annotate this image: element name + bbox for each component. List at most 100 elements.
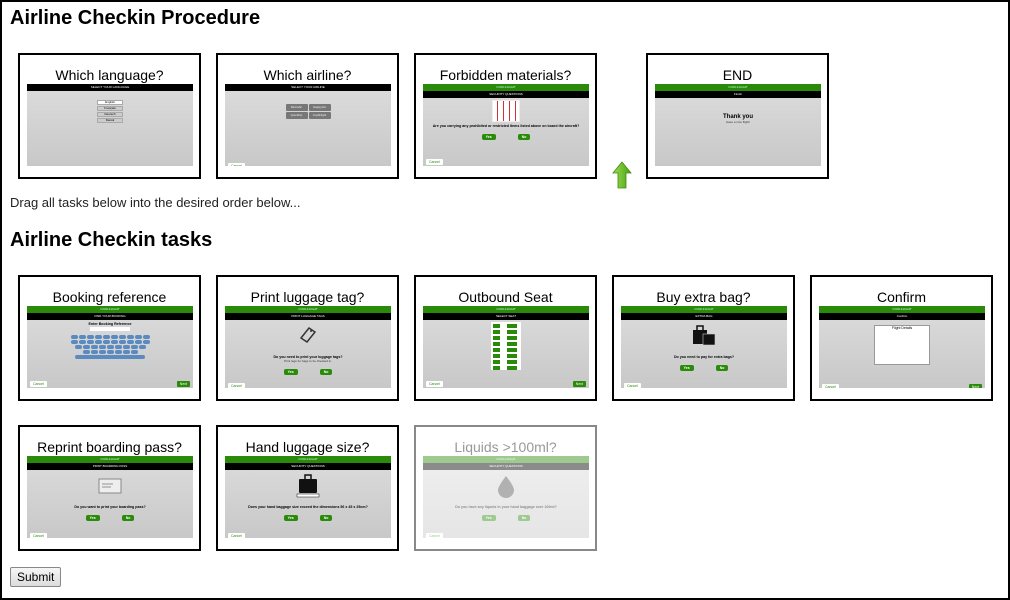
thumb-header-bar: Confirm <box>819 313 985 320</box>
card-title: Confirm <box>876 289 926 305</box>
question-text: Are you carrying any prohibited or restr… <box>432 124 580 128</box>
thumb-header-bar: SELECT SEAT <box>423 313 589 320</box>
thumb-body: Do you have any liquids in your hand bag… <box>423 474 589 538</box>
submit-button[interactable]: Submit <box>10 567 62 587</box>
cancel-button: Cancel <box>228 533 245 538</box>
card-title: Reprint boarding pass? <box>37 439 182 455</box>
yes-no-buttons: Yes No <box>27 515 193 521</box>
thumb-header-bar: FIND YOUR BOOKING <box>27 313 193 320</box>
keyboard <box>27 335 193 359</box>
card-title: Which airline? <box>263 67 352 83</box>
thumb-brand-bar: COOLFLIGHT <box>225 456 391 463</box>
airline-option: QuickFly <box>285 112 308 119</box>
thank-you-heading: Thank you <box>722 114 753 120</box>
cancel-button: Cancel <box>228 383 245 388</box>
card-title: Liquids >100ml? <box>454 439 557 455</box>
question-text: Do you want to print your boarding pass? <box>74 505 146 509</box>
thumb-brand-bar: COOLFLIGHT <box>423 456 589 463</box>
farewell-text: Have a nice flight! <box>726 120 750 124</box>
thumb-body: Are you carrying any prohibited or restr… <box>423 100 589 166</box>
yes-button: Yes <box>481 515 496 521</box>
thumb-header-bar: PRINT BOARDING PASS <box>27 463 193 470</box>
cancel-button: Cancel <box>426 159 443 165</box>
question-text: Do you need to print your luggage tags? <box>273 355 343 359</box>
thumb-body: Does your hand baggage size exceed the d… <box>225 474 391 538</box>
card-title: END <box>722 67 753 83</box>
airline-option: HappyJet <box>308 104 331 111</box>
language-option: Français <box>97 106 123 111</box>
thumb-brand-bar: COOLFLIGHT <box>27 306 193 313</box>
yes-no-buttons: Yes No <box>225 369 391 375</box>
booking-heading: Enter Booking Reference <box>88 322 132 326</box>
hand-luggage-icon <box>295 474 321 503</box>
thumb-brand-bar: COOLFLIGHT <box>621 306 787 313</box>
no-button: No <box>517 515 531 521</box>
thumb-brand-bar: COOLFLIGHT <box>27 456 193 463</box>
thumb-header-bar: SECURITY QUESTIONS <box>423 91 589 98</box>
next-button: Next <box>968 384 982 388</box>
yes-button: Yes <box>283 369 298 375</box>
thumb-header-bar: EXTRA BAG <box>621 313 787 320</box>
card-title: Print luggage tag? <box>250 289 365 305</box>
yes-no-buttons: Yes No <box>423 134 589 140</box>
luggage-tag-icon <box>295 324 321 353</box>
yes-no-buttons: Yes No <box>423 515 589 521</box>
question-text: Does your hand baggage size exceed the d… <box>248 505 368 509</box>
flight-details-panel: Flight Details <box>874 325 930 365</box>
airline-option: CoolFlight <box>308 112 331 119</box>
thumb-header-bar: PRINT LUGGAGE TAGS <box>225 313 391 320</box>
thumb-brand-bar: COOLFLIGHT <box>819 306 985 313</box>
cancel-button: Cancel <box>30 381 47 387</box>
cancel-button: Cancel <box>228 163 245 166</box>
cancel-button: Cancel <box>624 383 641 388</box>
cancel-button: Cancel <box>426 533 443 538</box>
thumb-body: Do you need to print your luggage tags?P… <box>225 324 391 388</box>
card-title: Buy extra bag? <box>656 289 751 305</box>
yes-button: Yes <box>481 134 496 140</box>
thumb-brand-bar: COOLFLIGHT <box>655 84 821 91</box>
thumb-header-bar: Finish <box>655 91 821 98</box>
question-text: Do you need to pay for extra bags? <box>673 355 735 359</box>
language-option: Deutsch <box>97 112 123 117</box>
no-button: No <box>319 369 333 375</box>
thumb-brand-bar: COOLFLIGHT <box>423 306 589 313</box>
cancel-button: Cancel <box>30 533 47 538</box>
yes-button: Yes <box>679 365 694 371</box>
booking-input <box>90 327 130 331</box>
cancel-button: Cancel <box>822 384 839 388</box>
language-option: Dansk <box>97 118 123 123</box>
yes-button: Yes <box>85 515 100 521</box>
language-option: English <box>97 100 123 105</box>
no-button: No <box>121 515 135 521</box>
no-button: No <box>517 134 531 140</box>
card-title: Hand luggage size? <box>245 439 370 455</box>
